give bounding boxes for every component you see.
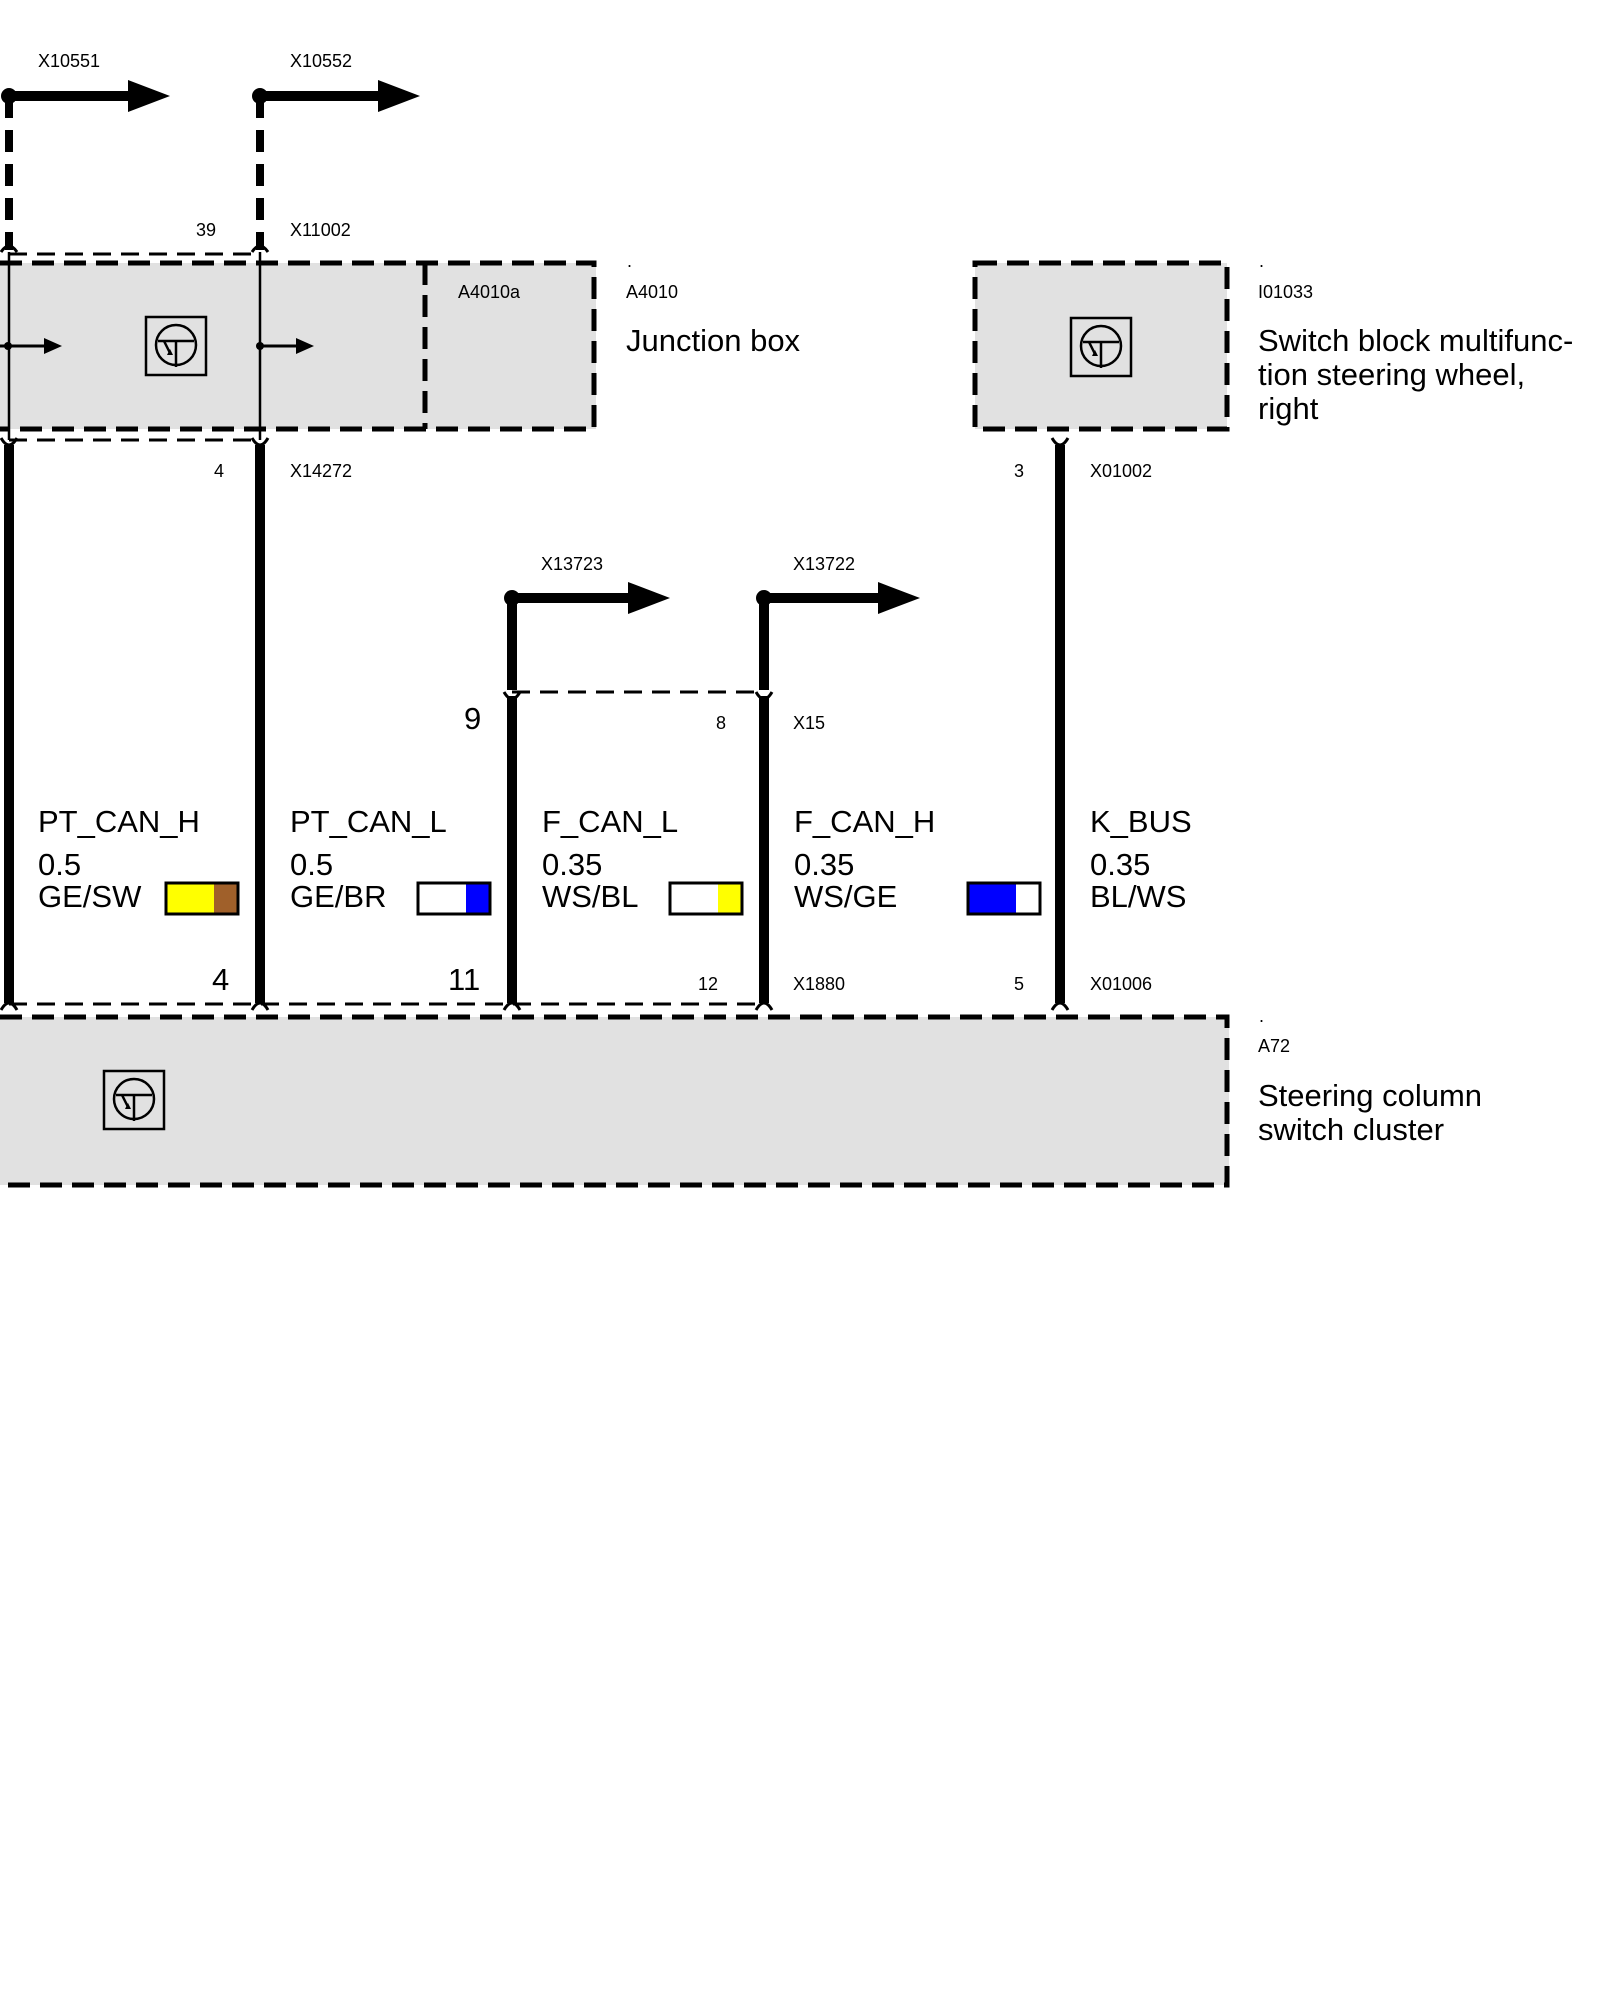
wire-signal-f-can-l: F_CAN_L <box>542 804 678 839</box>
wire-color-f-can-l: WS/BL <box>542 879 638 914</box>
wire-signal-f-can-h: F_CAN_H <box>794 804 935 839</box>
steering-column-dot: . <box>1259 1006 1264 1026</box>
connector-x14272[interactable] <box>0 437 270 447</box>
label-x13722: X13722 <box>793 554 855 574</box>
steering-column-id: A72 <box>1258 1036 1290 1056</box>
switch-block-dot: . <box>1259 251 1264 271</box>
wire-color-f-can-h: WS/GE <box>794 879 897 914</box>
wire-signal-k-bus: K_BUS <box>1090 804 1192 839</box>
steering-column-name-line2: switch cluster <box>1258 1112 1444 1147</box>
label-x11002: X11002 <box>290 220 351 240</box>
switch-block-name-line3: right <box>1258 391 1319 426</box>
steering-column-switch-cluster[interactable] <box>0 1014 1230 1188</box>
label-x01002: X01002 <box>1090 461 1152 481</box>
wire-color-swatch-f-can-l <box>668 881 744 916</box>
wire-signal-pt-can-l: PT_CAN_L <box>290 804 447 839</box>
junction-box-sub-id: A4010a <box>458 282 521 302</box>
wire-signal-pt-can-h: PT_CAN_H <box>38 804 200 839</box>
connector-x11002[interactable] <box>0 244 270 256</box>
label-x13723: X13723 <box>541 554 603 574</box>
steering-column-module-icon <box>102 1069 166 1131</box>
pin-5: 5 <box>1014 974 1024 994</box>
connector-x1880[interactable] <box>0 1001 774 1011</box>
branch-x13723[interactable] <box>504 582 670 690</box>
wire-gauge-pt-can-l: 0.5 <box>290 847 333 882</box>
connector-x01006[interactable] <box>1050 1001 1070 1011</box>
switch-block-name-line1: Switch block multifunc- <box>1258 323 1573 358</box>
pin-3: 3 <box>1014 461 1024 481</box>
wire-color-swatch-pt-can-l <box>416 881 492 916</box>
switch-block-id: I01033 <box>1258 282 1313 302</box>
branch-x10552[interactable] <box>252 80 420 250</box>
pin-9: 9 <box>464 701 481 736</box>
branch-x13722[interactable] <box>756 582 920 690</box>
junction-box-dot: . <box>627 251 632 271</box>
wire-color-k-bus: BL/WS <box>1090 879 1186 914</box>
branch-x10551[interactable] <box>1 80 170 250</box>
wire-gauge-k-bus: 0.35 <box>1090 847 1150 882</box>
switch-block-name-line2: tion steering wheel, <box>1258 357 1525 392</box>
connector-x15[interactable] <box>502 690 774 701</box>
label-x10552: X10552 <box>290 51 352 71</box>
wire-gauge-f-can-l: 0.35 <box>542 847 602 882</box>
wire-color-pt-can-h: GE/SW <box>38 879 142 914</box>
pin-39: 39 <box>196 220 216 240</box>
label-x15: X15 <box>793 713 825 733</box>
connector-x01002[interactable] <box>1050 437 1070 447</box>
pin-4-top: 4 <box>214 461 224 481</box>
junction-box-module-icon <box>144 315 208 377</box>
wire-color-pt-can-l: GE/BR <box>290 879 386 914</box>
junction-box-name: Junction box <box>626 323 801 358</box>
label-x10551: X10551 <box>38 51 100 71</box>
switch-block-module-icon <box>1069 316 1133 378</box>
pin-12: 12 <box>698 974 718 994</box>
label-x1880: X1880 <box>793 974 845 994</box>
label-x01006: X01006 <box>1090 974 1152 994</box>
steering-column-name-line1: Steering column <box>1258 1078 1482 1113</box>
pin-11: 11 <box>448 962 480 997</box>
pin-8: 8 <box>716 713 726 733</box>
wire-gauge-f-can-h: 0.35 <box>794 847 854 882</box>
wire-color-swatch-pt-can-h <box>164 881 240 916</box>
pin-4-bottom: 4 <box>212 962 229 997</box>
wire-color-swatch-f-can-h <box>966 881 1042 916</box>
label-x14272: X14272 <box>290 461 352 481</box>
switch-block[interactable] <box>972 260 1230 432</box>
junction-box-id: A4010 <box>626 282 678 302</box>
wire-gauge-pt-can-h: 0.5 <box>38 847 81 882</box>
